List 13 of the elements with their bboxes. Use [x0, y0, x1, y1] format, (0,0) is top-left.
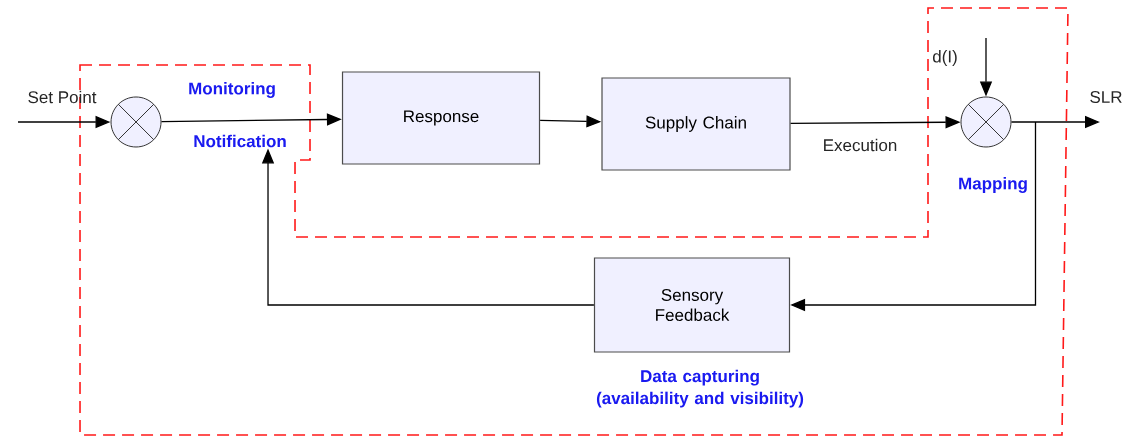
edge-label: Execution: [824, 138, 897, 152]
summing-junction: [960, 96, 1012, 148]
node-label: Notification: [194, 134, 286, 148]
node-label: Data capturing (availability and visibility): [596, 369, 804, 408]
process-box: Sensory Feedback: [593, 257, 791, 353]
summing-junction: [110, 96, 162, 148]
region-label: Mapping: [959, 177, 1027, 193]
process-box: Response: [341, 71, 541, 165]
edge-label: Set Point: [28, 90, 97, 104]
process-box: Supply Chain: [601, 77, 791, 171]
region-label: Monitoring: [189, 82, 275, 98]
edge-label: d(I): [932, 50, 957, 66]
edge-label: SLR: [1090, 91, 1122, 103]
